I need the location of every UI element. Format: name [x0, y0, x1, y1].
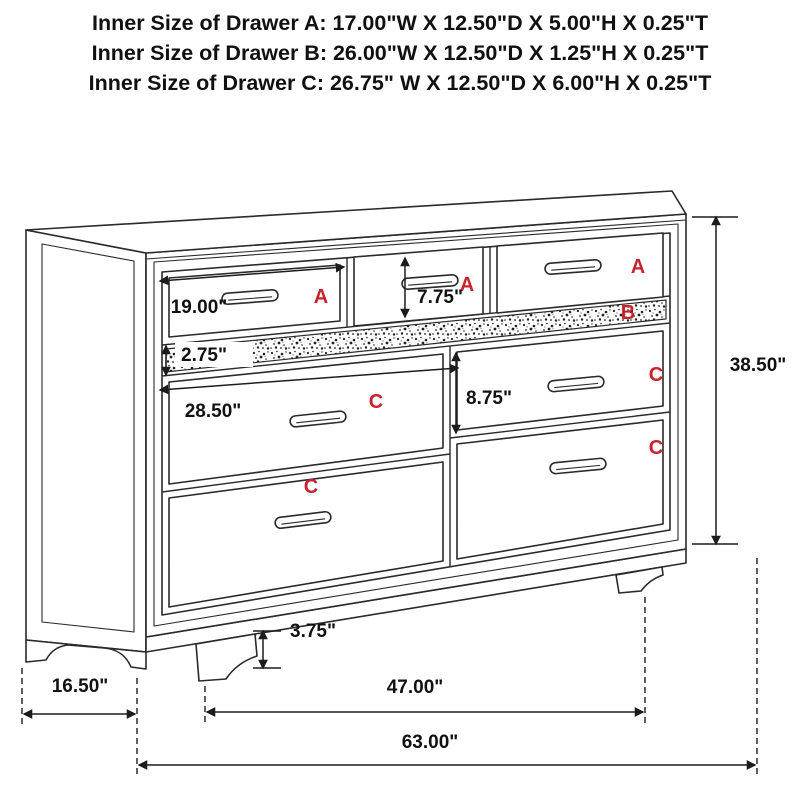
dim-drawer-c-width-arrow [158, 363, 460, 395]
side-panel-inner-border [41, 243, 135, 633]
front-right-foot [615, 566, 664, 594]
dim-feet-span-label: 47.00" [387, 677, 444, 698]
top-edge-molding [145, 219, 687, 260]
drawer-a3-label: A [631, 256, 645, 278]
dim-drawer-c-height-label: 8.75" [466, 388, 512, 409]
title-line-2: Inner Size of Drawer B: 26.00"W X 12.50"… [92, 41, 709, 65]
drawer-c-right-bottom-label: C [649, 437, 663, 459]
drawer-c-left-bottom-label: C [304, 476, 318, 498]
dim-drawer-a1-width-label: 19.00" [171, 297, 228, 318]
drawer-b-label: B [621, 302, 635, 324]
drawer-a3-handle [544, 259, 602, 275]
title-block: Inner Size of Drawer A: 17.00"W X 12.50"… [89, 11, 712, 95]
front-left-foot [195, 633, 258, 682]
dim-drawer-a-height-label: 7.75" [417, 287, 463, 308]
drawer-c-left-bottom-front [168, 461, 444, 608]
dim-leg-height-label: 3.75" [290, 621, 336, 642]
drawer-a1-handle [221, 289, 279, 305]
side-panel [25, 229, 147, 653]
divider-right-column [449, 411, 671, 439]
drawer-c-left-bottom-handle [274, 510, 332, 530]
drawer-a1-label: A [314, 286, 328, 308]
dim-overall-height-label: 38.50" [730, 355, 787, 376]
drawer-handles [221, 259, 607, 530]
drawer-c-right-top-handle [547, 375, 605, 393]
dim-drawer-b-label-backdrop [175, 342, 253, 367]
drawer-c-right-top-label: C [649, 364, 663, 386]
title-line-3: Inner Size of Drawer C: 26.75" W X 12.50… [89, 71, 712, 95]
drawer-c-left-top-handle [289, 410, 347, 428]
drawer-letter-labels: A A A B C C C C [304, 256, 663, 498]
dresser-drawing: A A A B C C C C [25, 190, 687, 682]
dim-side-depth-label: 16.50" [52, 676, 109, 697]
drawer-c-right-bottom-front [456, 419, 664, 560]
side-apron-feet [25, 639, 147, 670]
drawer-a3-front [496, 232, 664, 314]
title-line-1: Inner Size of Drawer A: 17.00"W X 12.50"… [92, 11, 708, 35]
dim-drawer-c-width-label: 28.50" [185, 401, 242, 422]
dim-drawer-a1-width-arrow [158, 262, 346, 286]
drawer-c-left-top-label: C [369, 391, 383, 413]
divider-left-column [161, 453, 451, 493]
face-frame-bevel [153, 223, 679, 627]
drawer-a2-label: A [460, 274, 474, 296]
drawer-a2-handle [401, 274, 459, 290]
dim-drawer-b-height-label: 2.75" [181, 345, 227, 366]
dimension-annotations: 19.00" 7.75" 2.75" 28.50" 8.75" 38.50" 3… [21, 215, 787, 777]
dim-overall-width-label: 63.00" [402, 732, 459, 753]
top-panel [25, 190, 687, 254]
drawer-c-right-bottom-handle [549, 457, 607, 475]
